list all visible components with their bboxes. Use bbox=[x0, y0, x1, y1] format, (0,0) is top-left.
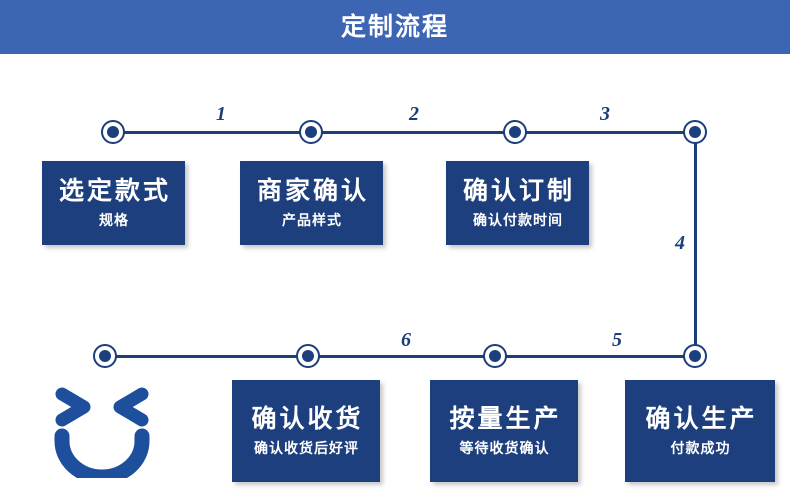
step-box-merchant-confirm[interactable]: 商家确认 产品样式 bbox=[240, 161, 383, 245]
step-number-3: 3 bbox=[600, 103, 610, 125]
header-bar: 定制流程 bbox=[0, 0, 790, 54]
flow-node-8[interactable] bbox=[93, 344, 117, 368]
flow-node-2[interactable] bbox=[299, 120, 323, 144]
connector-line-2 bbox=[311, 131, 517, 134]
step-box-select-style[interactable]: 选定款式 规格 bbox=[42, 161, 185, 245]
smiley-face-icon bbox=[50, 386, 154, 485]
flow-node-3[interactable] bbox=[503, 120, 527, 144]
connector-line-1 bbox=[113, 131, 313, 134]
step-box-subtitle: 确认付款时间 bbox=[473, 212, 563, 229]
step-box-produce-by-quantity[interactable]: 按量生产 等待收货确认 bbox=[430, 380, 578, 482]
step-box-subtitle: 确认收货后好评 bbox=[254, 440, 359, 457]
step-box-subtitle: 规格 bbox=[99, 212, 129, 229]
connector-line-7 bbox=[105, 355, 310, 358]
flow-node-5[interactable] bbox=[683, 344, 707, 368]
step-box-title: 确认收货 bbox=[251, 404, 364, 433]
step-box-title: 确认生产 bbox=[645, 404, 758, 433]
step-number-4: 4 bbox=[675, 232, 685, 254]
flow-node-4[interactable] bbox=[683, 120, 707, 144]
step-box-subtitle: 付款成功 bbox=[670, 440, 731, 457]
step-box-title: 确认订制 bbox=[462, 176, 575, 205]
connector-line-5 bbox=[495, 355, 696, 358]
step-box-title: 选定款式 bbox=[58, 176, 171, 205]
step-box-subtitle: 等待收货确认 bbox=[459, 440, 550, 457]
flow-node-7[interactable] bbox=[296, 344, 320, 368]
flow-node-6[interactable] bbox=[483, 344, 507, 368]
step-box-title: 商家确认 bbox=[256, 176, 369, 205]
connector-line-3 bbox=[515, 131, 697, 134]
page-title: 定制流程 bbox=[340, 13, 449, 41]
step-number-2: 2 bbox=[409, 103, 419, 125]
step-box-confirm-production[interactable]: 确认生产 付款成功 bbox=[625, 380, 775, 482]
step-box-confirm-receipt[interactable]: 确认收货 确认收货后好评 bbox=[232, 380, 380, 482]
step-number-6: 6 bbox=[401, 329, 411, 351]
step-box-subtitle: 产品样式 bbox=[282, 212, 342, 229]
step-number-5: 5 bbox=[612, 329, 622, 351]
flow-node-1[interactable] bbox=[101, 120, 125, 144]
connector-line-6 bbox=[308, 355, 497, 358]
step-box-confirm-order[interactable]: 确认订制 确认付款时间 bbox=[446, 161, 589, 245]
connector-line-4-vertical bbox=[694, 131, 697, 358]
step-box-title: 按量生产 bbox=[449, 404, 562, 433]
step-number-1: 1 bbox=[216, 103, 226, 125]
